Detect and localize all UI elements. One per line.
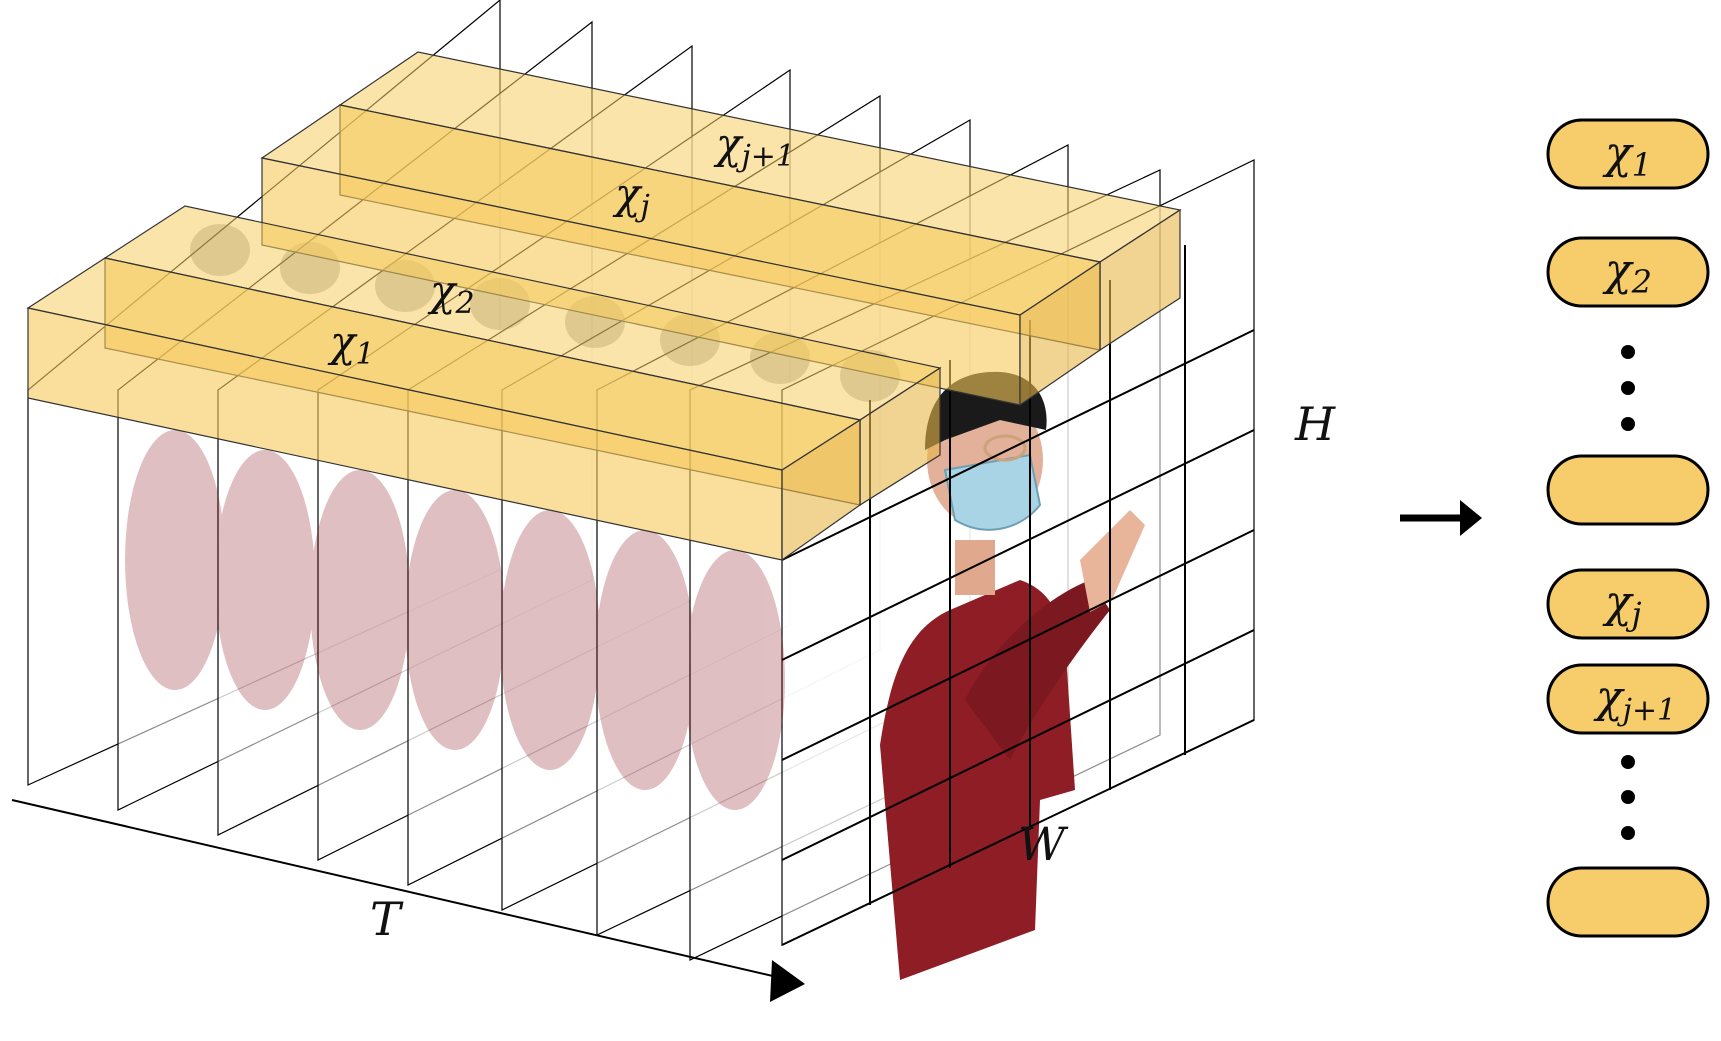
token-empty bbox=[1546, 454, 1710, 526]
grid-line bbox=[781, 329, 1255, 561]
time-axis bbox=[11, 799, 805, 1002]
neck bbox=[955, 540, 995, 595]
ghost-body bbox=[125, 430, 225, 690]
grid-line bbox=[781, 719, 1255, 946]
sweater-arm bbox=[965, 580, 1110, 760]
glasses bbox=[983, 434, 1027, 462]
token-label-xj: χj bbox=[1602, 577, 1642, 633]
vertical-ellipsis-icon bbox=[1621, 755, 1635, 840]
patch-grid bbox=[781, 245, 1255, 946]
face-mask bbox=[943, 453, 1042, 531]
axis-label-t: T bbox=[370, 892, 404, 946]
token-label-x2: χ2 bbox=[1602, 245, 1652, 301]
grid-line bbox=[781, 529, 1255, 761]
strip-side bbox=[1019, 260, 1101, 407]
right-arrow-icon bbox=[1400, 500, 1482, 536]
token-empty bbox=[1546, 866, 1710, 938]
strip-label-xj1: χj+1 bbox=[713, 119, 795, 174]
grid-line bbox=[781, 429, 1255, 661]
vertical-ellipsis-icon bbox=[1621, 345, 1635, 431]
token-x2 bbox=[1546, 236, 1710, 308]
axis-label-w: W bbox=[1018, 817, 1069, 871]
token-sequence: χ1 χ2 χj χj+1 bbox=[1546, 118, 1710, 938]
strip-label-x1: χ1 bbox=[327, 317, 375, 372]
time-axis-arrowhead bbox=[770, 960, 805, 1002]
token-xj1 bbox=[1546, 663, 1710, 735]
token-label-x1: χ1 bbox=[1602, 128, 1652, 184]
hands bbox=[1080, 510, 1145, 612]
strip-xj bbox=[260, 104, 1102, 407]
ghost-body bbox=[500, 510, 600, 770]
grid-line bbox=[781, 629, 1255, 861]
time-axis-line bbox=[11, 799, 791, 981]
strip-side bbox=[781, 418, 861, 562]
axis-label-h: H bbox=[1294, 397, 1336, 451]
token-x1 bbox=[1546, 118, 1710, 190]
strip-label-xj: χj bbox=[612, 169, 650, 224]
strip-x1 bbox=[26, 257, 862, 562]
token-label-xj1: χj+1 bbox=[1593, 672, 1676, 728]
ghost-body bbox=[405, 490, 505, 750]
strip-label-x2: χ2 bbox=[427, 266, 475, 321]
ghost-body bbox=[310, 470, 410, 730]
ghost-body bbox=[685, 550, 785, 810]
ghost-body bbox=[595, 530, 695, 790]
token-xj bbox=[1546, 568, 1710, 640]
ghost-body bbox=[215, 450, 315, 710]
